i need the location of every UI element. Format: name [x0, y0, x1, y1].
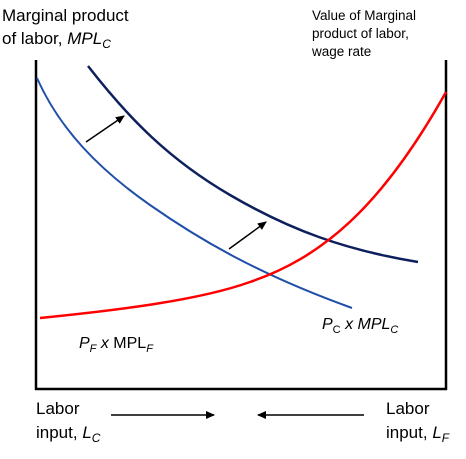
right-axis-title-line3: wage rate — [311, 44, 371, 59]
bottom-left-label-line1: Labor — [36, 399, 80, 418]
mpl-c-curve-shifted — [87, 65, 419, 264]
left-axis-title-line2: of labor, MPLC — [2, 29, 111, 51]
right-axis-title-line2: product of labor, — [312, 26, 409, 41]
shift-arrow-lower — [228, 221, 267, 250]
right-axis-title-line1: Value of Marginal — [312, 8, 416, 23]
pc-mplc-label: PC x MPLC — [322, 316, 398, 336]
shift-arrow-upper — [85, 115, 125, 143]
pf-mplf-label: PF x MPLF — [79, 335, 154, 355]
bottom-right-label-line2: input, LF — [386, 423, 450, 445]
mpl-f-curve — [39, 91, 448, 320]
left-axis-title-line1: Marginal product — [2, 6, 129, 25]
mpl-c-curve-original — [36, 77, 353, 309]
bottom-right-label-line1: Labor — [386, 399, 430, 418]
bottom-left-label-line2: input, LC — [36, 423, 101, 445]
